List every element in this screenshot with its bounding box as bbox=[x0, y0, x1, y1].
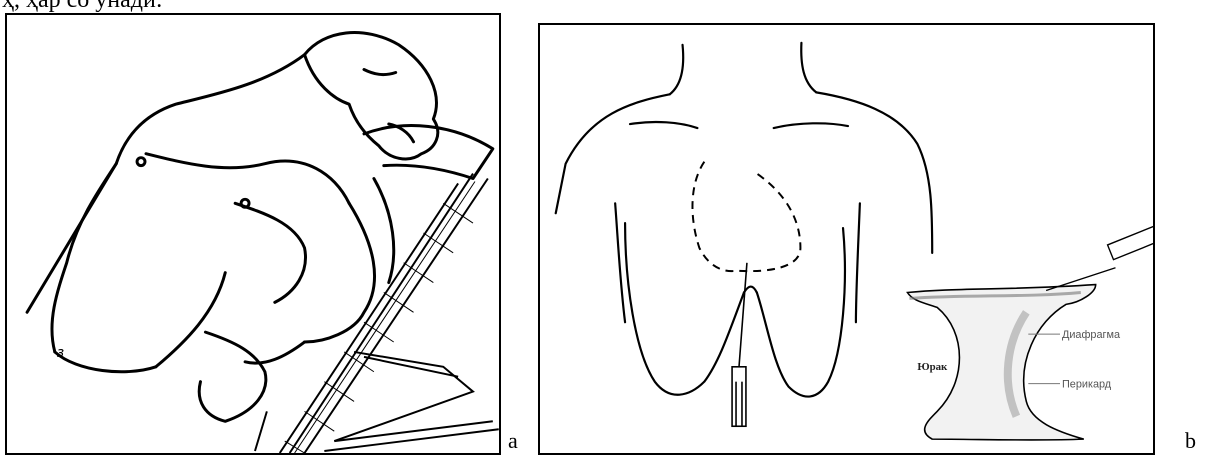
figure-a-patient-position: з bbox=[5, 13, 501, 455]
svg-text:з: з bbox=[57, 345, 64, 361]
inset-cross-section: Диафрагма Перикард Юрак bbox=[907, 223, 1153, 440]
figure-a-label: a bbox=[508, 430, 518, 452]
label-pericardium: Перикард bbox=[1062, 379, 1112, 391]
figure-b-puncture-diagram: Диафрагма Перикард Юрак bbox=[538, 23, 1155, 455]
figure-b-label: b bbox=[1185, 430, 1196, 452]
header-text: ҳ, ҳар со унади: bbox=[2, 0, 163, 14]
torso-illustration: Диафрагма Перикард Юрак bbox=[540, 25, 1153, 453]
patient-illustration: з bbox=[7, 15, 499, 453]
label-diaphragm: Диафрагма bbox=[1062, 329, 1121, 341]
label-heart: Юрак bbox=[917, 361, 948, 373]
